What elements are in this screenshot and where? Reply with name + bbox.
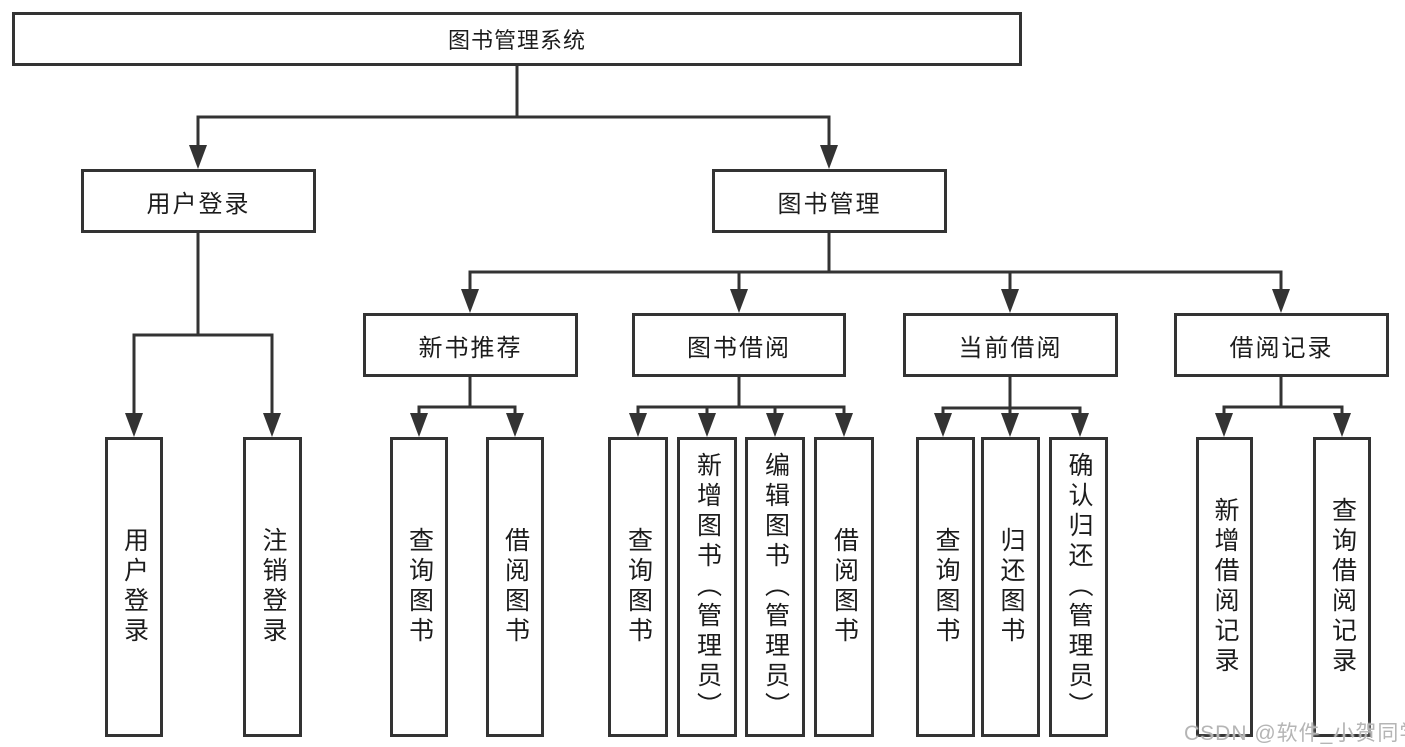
node-label: 查询借阅记录 xyxy=(1328,497,1357,677)
node-label: 图书借阅 xyxy=(687,334,791,362)
node-book-management: 图书管理 xyxy=(712,169,947,233)
node-label: 查询图书 xyxy=(624,527,653,647)
leaf-return-book: 归还图书 xyxy=(981,437,1040,737)
node-label: 新增借阅记录 xyxy=(1211,497,1239,677)
node-label: 用户登录 xyxy=(120,527,149,647)
node-label: 图书管理系统 xyxy=(447,28,586,53)
node-label: 确认归还（管理员） xyxy=(1065,452,1093,722)
leaf-logout: 注销登录 xyxy=(243,437,302,737)
node-label: 借阅记录 xyxy=(1229,334,1334,362)
node-label: 编辑图书（管理员） xyxy=(761,452,790,722)
leaf-confirm-return-admin: 确认归还（管理员） xyxy=(1049,437,1108,737)
node-label: 借阅图书 xyxy=(501,527,530,647)
node-label: 图书管理 xyxy=(777,190,882,218)
node-label: 用户登录 xyxy=(146,190,251,218)
leaf-query-book-2: 查询图书 xyxy=(608,437,668,737)
node-new-book-recommend: 新书推荐 xyxy=(363,313,578,377)
node-book-borrow: 图书借阅 xyxy=(632,313,846,377)
node-label: 查询图书 xyxy=(405,527,434,647)
leaf-borrow-book-2: 借阅图书 xyxy=(814,437,874,737)
leaf-query-borrow-record: 查询借阅记录 xyxy=(1313,437,1371,737)
node-user-login: 用户登录 xyxy=(81,169,316,233)
node-borrow-record: 借阅记录 xyxy=(1174,313,1389,377)
node-label: 借阅图书 xyxy=(830,527,859,647)
node-root: 图书管理系统 xyxy=(12,12,1022,66)
node-label: 注销登录 xyxy=(259,527,287,647)
leaf-add-book-admin: 新增图书（管理员） xyxy=(677,437,737,737)
node-label: 当前借阅 xyxy=(958,334,1063,362)
leaf-edit-book-admin: 编辑图书（管理员） xyxy=(745,437,805,737)
watermark: CSDN @软件_小贺同学 xyxy=(1184,722,1405,745)
leaf-query-book-1: 查询图书 xyxy=(390,437,448,737)
leaf-user-login: 用户登录 xyxy=(105,437,163,737)
leaf-borrow-book-1: 借阅图书 xyxy=(486,437,544,737)
node-label: 新书推荐 xyxy=(418,334,523,362)
node-label: 查询图书 xyxy=(932,527,960,647)
node-current-borrow: 当前借阅 xyxy=(903,313,1118,377)
node-label: 新增图书（管理员） xyxy=(693,452,722,722)
node-label: 归还图书 xyxy=(997,527,1025,647)
leaf-add-borrow-record: 新增借阅记录 xyxy=(1196,437,1253,737)
leaf-query-book-3: 查询图书 xyxy=(916,437,975,737)
